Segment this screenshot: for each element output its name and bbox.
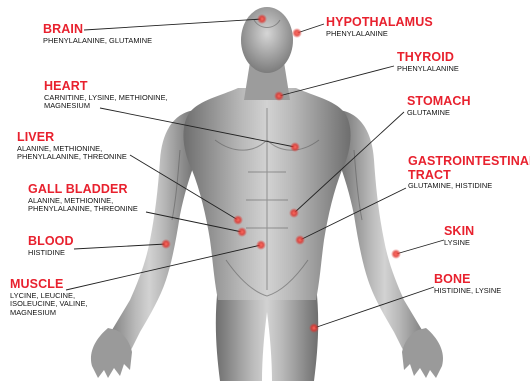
label-skin-title: SKIN — [444, 225, 474, 238]
label-gi-title-1: GASTROINTESTINAL — [408, 155, 530, 168]
label-bone-text: HISTIDINE, LYSINE — [434, 287, 501, 296]
label-skin-text: LYSINE — [444, 239, 474, 248]
dot-brain — [257, 14, 267, 24]
label-hypothalamus: HYPOTHALAMUS PHENYLALANINE — [326, 16, 433, 38]
dot-bone — [309, 323, 319, 333]
label-brain-text: PHENYLALANINE, GLUTAMINE — [43, 37, 152, 46]
label-thyroid: THYROID PHENYLALANINE — [397, 51, 459, 73]
label-bone: BONE HISTIDINE, LYSINE — [434, 273, 501, 295]
label-liver-title: LIVER — [17, 131, 127, 144]
label-brain-title: BRAIN — [43, 23, 152, 36]
label-skin: SKIN LYSINE — [444, 225, 474, 247]
label-gi-title-2: TRACT — [408, 169, 530, 182]
label-gallbladder: GALL BLADDER ALANINE, METHIONINE, PHENYL… — [28, 183, 138, 214]
label-liver-text-2: PHENYLALANINE, THREONINE — [17, 153, 127, 162]
label-heart: HEART CARNITINE, LYSINE, METHIONINE, MAG… — [44, 80, 168, 111]
label-stomach-text: GLUTAMINE — [407, 109, 471, 118]
dot-liver — [233, 215, 243, 225]
dot-gallbladder — [237, 227, 247, 237]
dot-gi — [295, 235, 305, 245]
label-hypothalamus-text: PHENYLALANINE — [326, 30, 433, 39]
dot-blood — [161, 239, 171, 249]
head — [241, 7, 293, 73]
dot-heart — [290, 142, 300, 152]
label-bone-title: BONE — [434, 273, 501, 286]
label-blood-title: BLOOD — [28, 235, 74, 248]
label-thyroid-text: PHENYLALANINE — [397, 65, 459, 74]
label-hypothalamus-title: HYPOTHALAMUS — [326, 16, 433, 29]
right-arm — [338, 110, 432, 363]
label-brain: BRAIN PHENYLALANINE, GLUTAMINE — [43, 23, 152, 45]
label-muscle: MUSCLE LYCINE, LEUCINE, ISOLEUCINE, VALI… — [10, 278, 88, 317]
label-stomach: STOMACH GLUTAMINE — [407, 95, 471, 117]
body-figure — [91, 7, 443, 381]
label-gallbladder-title: GALL BLADDER — [28, 183, 138, 196]
label-thyroid-title: THYROID — [397, 51, 459, 64]
dot-skin — [391, 249, 401, 259]
label-gi: GASTROINTESTINAL TRACT GLUTAMINE, HISTID… — [408, 155, 530, 191]
dot-hypothalamus — [292, 28, 302, 38]
label-heart-text-2: MAGNESIUM — [44, 102, 168, 111]
label-muscle-title: MUSCLE — [10, 278, 88, 291]
leader-thyroid — [279, 66, 394, 96]
label-stomach-title: STOMACH — [407, 95, 471, 108]
label-gallbladder-text-2: PHENYLALANINE, THREONINE — [28, 205, 138, 214]
label-blood: BLOOD HISTIDINE — [28, 235, 74, 257]
label-liver: LIVER ALANINE, METHIONINE, PHENYLALANINE… — [17, 131, 127, 162]
dot-stomach — [289, 208, 299, 218]
label-gi-text: GLUTAMINE, HISTIDINE — [408, 182, 530, 191]
label-muscle-text-3: MAGNESIUM — [10, 309, 88, 318]
label-blood-text: HISTIDINE — [28, 249, 74, 258]
dot-thyroid — [274, 91, 284, 101]
leader-skin — [396, 240, 444, 254]
dot-muscle — [256, 240, 266, 250]
label-heart-title: HEART — [44, 80, 168, 93]
